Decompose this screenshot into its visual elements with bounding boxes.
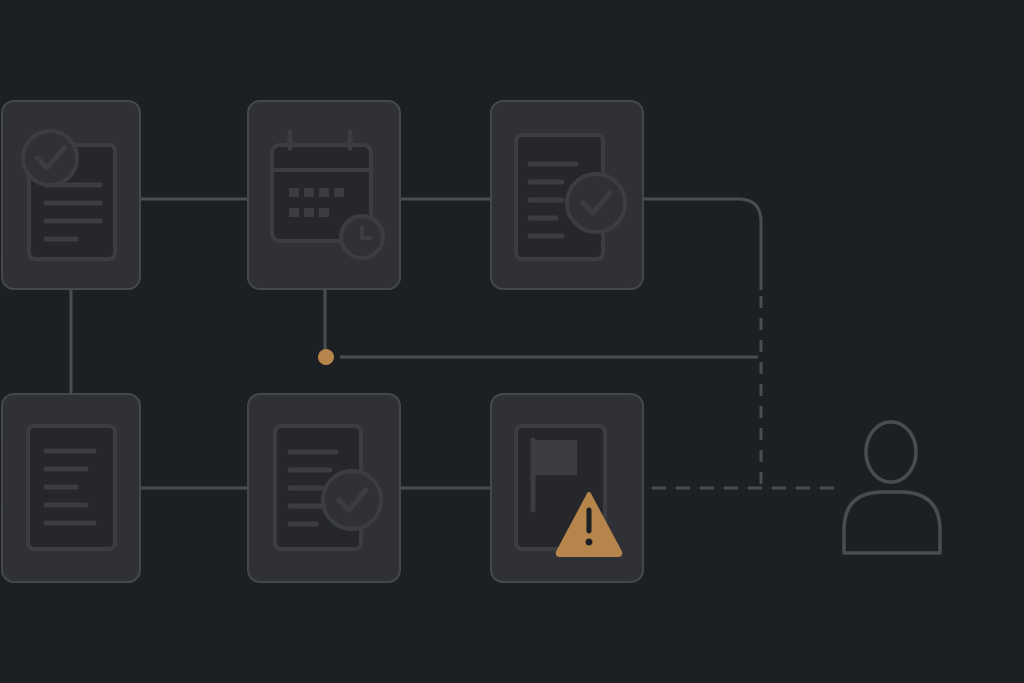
step-card-document[interactable] xyxy=(1,393,141,583)
document-check-icon xyxy=(514,133,627,261)
connectors xyxy=(69,197,836,490)
step-card-reviewed-document[interactable] xyxy=(247,393,401,583)
warning-icon xyxy=(555,492,623,557)
connector-3-route xyxy=(643,197,763,290)
document-check-icon xyxy=(21,129,117,261)
user-icon[interactable] xyxy=(842,420,942,555)
calendar-clock-icon xyxy=(270,129,385,260)
step-card-approved-document[interactable] xyxy=(1,100,141,290)
connector-node-dot[interactable] xyxy=(318,349,334,365)
step-card-flagged-document[interactable] xyxy=(490,393,644,583)
step-card-schedule[interactable] xyxy=(247,100,401,290)
step-card-verified-document[interactable] xyxy=(490,100,644,290)
document-check-icon xyxy=(273,424,383,551)
document-lines-icon xyxy=(26,424,117,551)
